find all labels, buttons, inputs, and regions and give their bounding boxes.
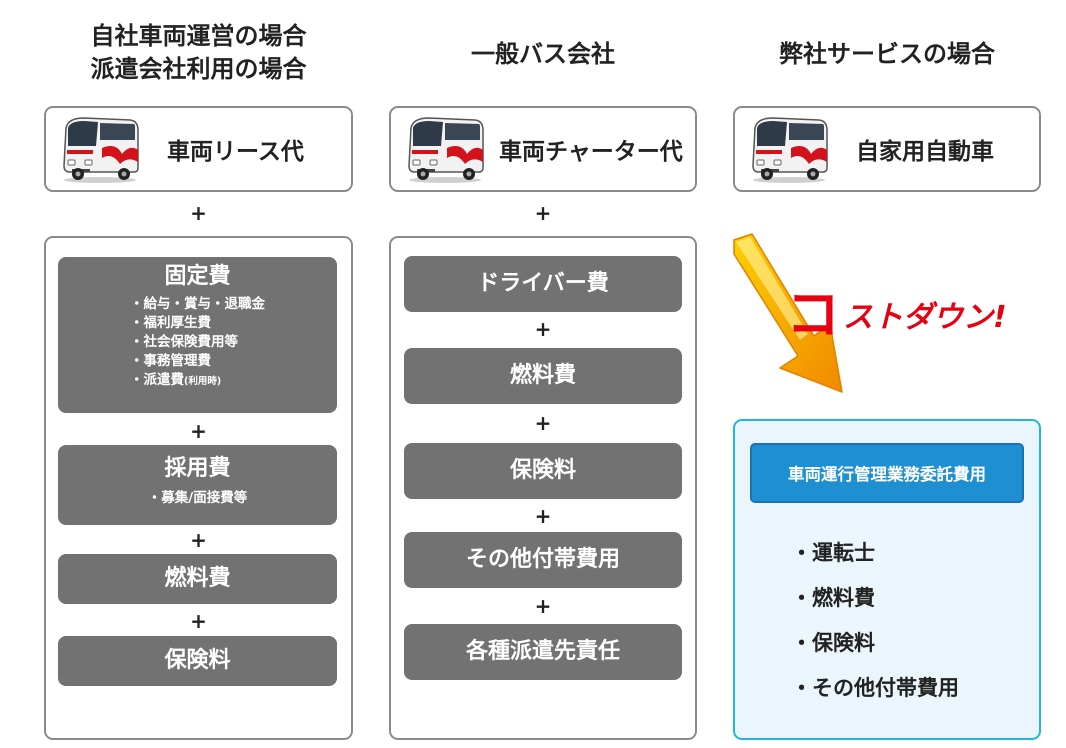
vehicle-label: 車両リース代: [167, 139, 304, 165]
column-title: 一般バス会社: [389, 38, 697, 71]
cost-down-rest: ストダウン!: [843, 300, 1007, 335]
plus-sign: +: [190, 609, 207, 633]
bus-icon: [403, 114, 487, 184]
service-item: ・運転士: [791, 541, 875, 565]
down-right-arrow-icon: [733, 233, 843, 393]
bus-icon: [747, 114, 831, 184]
cost-detail: ・募集/面接費等: [147, 490, 248, 506]
insurance-cost-box: 保険料: [404, 443, 682, 499]
cost-title: 固定費: [164, 264, 231, 289]
insurance-cost-box: 保険料: [58, 636, 337, 686]
fuel-cost-box: 燃料費: [58, 554, 337, 604]
plus-sign: +: [534, 317, 552, 341]
cost-detail-text: ・派遣費: [130, 372, 184, 388]
fixed-cost-box: 固定費 ・給与・賞与・退職金 ・福利厚生費 ・社会保険費用等 ・事務管理費 ・派…: [58, 257, 337, 413]
plus-sign: +: [190, 201, 207, 225]
cost-detail: ・給与・賞与・退職金: [130, 296, 265, 312]
recruit-cost-box: 採用費 ・募集/面接費等: [58, 445, 337, 525]
driver-cost-box: ドライバー費: [404, 256, 682, 312]
cost-detail-note: (利用時): [184, 376, 222, 387]
plus-sign: +: [534, 411, 552, 435]
vehicle-box: 自家用自動車: [733, 106, 1041, 192]
cost-frame: 固定費 ・給与・賞与・退職金 ・福利厚生費 ・社会保険費用等 ・事務管理費 ・派…: [44, 236, 353, 740]
service-item: ・その他付帯費用: [791, 676, 959, 700]
cost-down-big: コ: [786, 283, 840, 346]
plus-sign: +: [190, 528, 207, 552]
service-title-box: 車両運行管理業務委託費用: [750, 443, 1024, 503]
vehicle-box: 車両チャーター代: [389, 106, 697, 192]
service-item: ・燃料費: [791, 586, 875, 610]
column-title: 自社車両運営の場合 派遣会社利用の場合: [44, 20, 353, 86]
fuel-cost-box: 燃料費: [404, 348, 682, 404]
column-own-vehicle: 自社車両運営の場合 派遣会社利用の場合 車両リース代 + 固定費 ・給与・賞与・…: [44, 0, 353, 748]
cost-detail: ・福利厚生費: [130, 315, 211, 331]
column-title-line-2: 派遣会社利用の場合: [90, 55, 307, 83]
cost-title: 燃料費: [509, 363, 576, 388]
column-title-line-1: 一般バス会社: [471, 40, 615, 68]
cost-title: 保険料: [164, 648, 231, 673]
vehicle-label: 車両チャーター代: [499, 139, 683, 165]
plus-sign: +: [534, 594, 552, 618]
cost-detail: ・派遣費(利用時): [130, 371, 265, 391]
vehicle-box: 車両リース代: [44, 106, 353, 192]
cost-detail: ・事務管理費: [130, 353, 211, 369]
cost-title: その他付帯費用: [465, 547, 620, 572]
plus-sign: +: [534, 201, 552, 225]
cost-title: 採用費: [164, 456, 231, 481]
cost-details: ・募集/面接費等: [148, 489, 247, 508]
cost-title: ドライバー費: [477, 271, 609, 296]
cost-title: 保険料: [509, 458, 576, 483]
cost-title: 燃料費: [164, 566, 231, 591]
column-title-line-1: 弊社サービスの場合: [779, 40, 995, 68]
cost-down-text: コストダウン!: [786, 270, 1007, 349]
bus-icon: [58, 114, 142, 184]
dispatch-liability-box: 各種派遣先責任: [404, 624, 682, 680]
plus-sign: +: [534, 504, 552, 528]
service-item: ・保険料: [791, 631, 875, 655]
plus-sign: +: [190, 419, 207, 443]
column-bus-company: 一般バス会社 車両チャーター代 + ドライバー費 + 燃料費 + 保険料 + そ…: [389, 0, 697, 748]
cost-title: 各種派遣先責任: [465, 639, 620, 664]
vehicle-label: 自家用自動車: [856, 139, 994, 165]
cost-frame: ドライバー費 + 燃料費 + 保険料 + その他付帯費用 + 各種派遣先責任: [389, 236, 697, 740]
cost-details: ・給与・賞与・退職金 ・福利厚生費 ・社会保険費用等 ・事務管理費 ・派遣費(利…: [130, 295, 265, 391]
other-cost-box: その他付帯費用: [404, 532, 682, 588]
cost-detail: ・社会保険費用等: [130, 334, 238, 350]
column-our-service: 弊社サービスの場合 自家用自動車: [733, 0, 1041, 748]
column-title-line-1: 自社車両運営の場合: [90, 22, 307, 50]
column-title: 弊社サービスの場合: [733, 38, 1041, 71]
